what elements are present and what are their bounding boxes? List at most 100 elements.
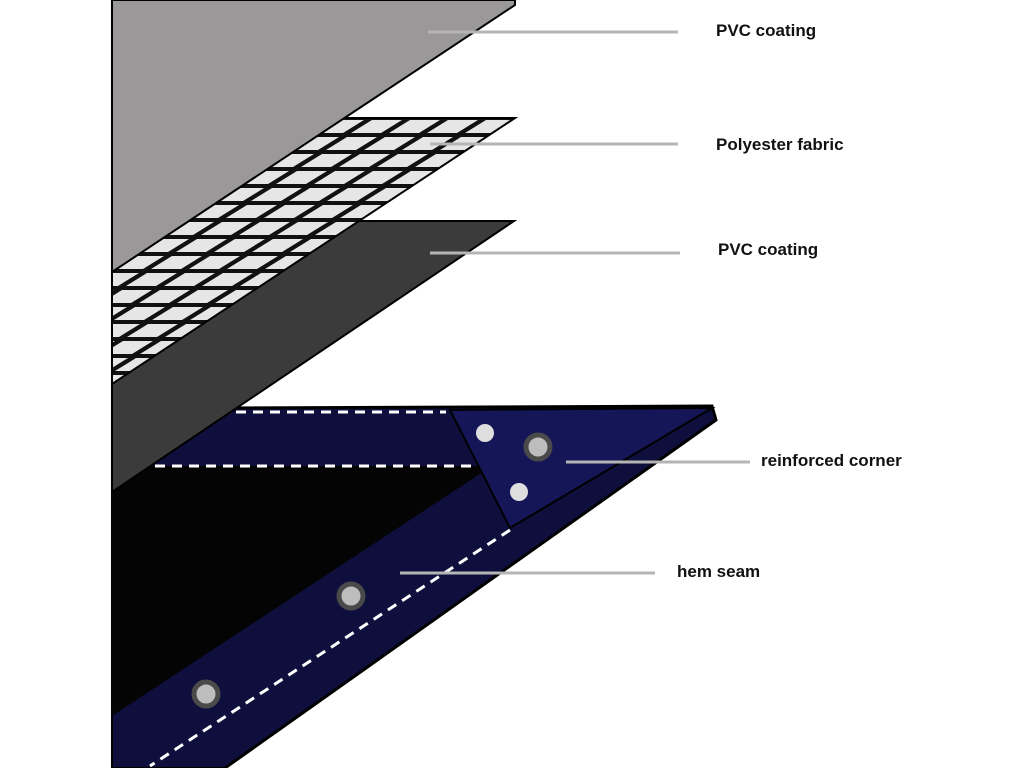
fabric-mesh-cell	[658, 273, 709, 286]
fabric-mesh-cell	[112, 273, 139, 286]
fabric-mesh-cell	[0, 324, 26, 337]
fabric-mesh-cell	[305, 358, 356, 371]
fabric-mesh-cell	[455, 256, 506, 269]
fabric-mesh-cell	[164, 273, 215, 286]
rivet-upper	[476, 424, 494, 442]
fabric-mesh-cell	[280, 375, 331, 384]
fabric-mesh-cell	[51, 324, 102, 337]
fabric-mesh-cell	[0, 307, 13, 320]
fabric-mesh-cell	[517, 188, 568, 201]
fabric-mesh-cell	[605, 154, 656, 167]
label-hem-seam: hem seam	[677, 562, 761, 581]
fabric-mesh-cell	[633, 290, 684, 303]
fabric-mesh-cell	[418, 307, 469, 320]
fabric-mesh-cell	[508, 375, 515, 384]
fabric-mesh-cell	[617, 120, 668, 133]
pvc-coating-top-layer	[111, 0, 516, 274]
fabric-mesh-cell	[351, 120, 402, 133]
fabric-mesh-cell	[669, 188, 720, 201]
fabric-mesh-cell	[569, 256, 620, 269]
fabric-mesh-cell	[0, 307, 51, 320]
fabric-mesh-cell	[469, 324, 515, 337]
fabric-mesh-cell	[65, 392, 116, 405]
fabric-mesh-cell	[368, 341, 419, 354]
fabric-mesh-cell	[302, 205, 353, 218]
fabric-mesh-cell	[40, 409, 91, 422]
fabric-mesh-cell	[378, 205, 429, 218]
fabric-mesh-cell	[112, 324, 140, 337]
fabric-mesh-cell	[581, 222, 632, 235]
fabric-mesh-cell	[468, 273, 515, 286]
fabric-mesh-cell	[783, 188, 834, 201]
fabric-mesh-cell	[505, 222, 515, 235]
fabric-mesh-cell	[608, 307, 659, 320]
rivet-lower	[510, 483, 528, 501]
tarp-top-edge	[224, 404, 718, 768]
fabric-mesh-cell	[431, 324, 482, 337]
fabric-mesh-cell	[405, 290, 456, 303]
fabric-mesh-cell	[239, 222, 290, 235]
fabric-mesh-cell	[277, 222, 328, 235]
fabric-mesh-cell	[733, 222, 784, 235]
fabric-mesh-cell	[492, 205, 515, 218]
fabric-mesh-cell	[607, 256, 658, 269]
fabric-mesh-cell	[693, 120, 744, 133]
fabric-mesh-cell	[657, 222, 708, 235]
fabric-mesh-cell	[770, 171, 821, 184]
fabric-mesh-cell	[883, 120, 934, 133]
fabric-mesh-cell	[531, 256, 582, 269]
fabric-mesh-cell	[339, 154, 390, 167]
fabric-mesh-cell	[113, 256, 164, 269]
fabric-mesh-cell	[330, 341, 381, 354]
fabric-mesh-cell	[38, 307, 89, 320]
fabric-mesh-cell	[745, 188, 796, 201]
fabric-mesh-cell	[0, 409, 15, 422]
tarp-sheet	[111, 404, 718, 768]
fabric-mesh-cell	[445, 392, 496, 405]
fabric-mesh-cell	[393, 324, 444, 337]
fabric-mesh-cell	[556, 239, 607, 252]
fabric-mesh-cell	[670, 239, 721, 252]
grommet-hem-lower	[191, 679, 221, 709]
fabric-mesh-cell	[25, 290, 76, 303]
fabric-mesh-cell	[402, 137, 453, 150]
fabric-mesh-cell	[682, 205, 733, 218]
fabric-mesh-cell	[419, 358, 470, 371]
fabric-mesh-cell	[568, 205, 619, 218]
fabric-mesh-cell	[226, 205, 277, 218]
fabric-mesh-cell	[618, 171, 669, 184]
fabric-mesh-cell	[470, 375, 515, 384]
fabric-mesh-cell	[0, 392, 40, 405]
label-polyester-fabric: Polyester fabric	[716, 135, 844, 154]
fabric-mesh-cell	[112, 290, 114, 303]
fabric-mesh-cell	[520, 341, 571, 354]
fabric-mesh-cell	[441, 188, 492, 201]
fabric-mesh-cell	[482, 341, 515, 354]
fabric-mesh-cell	[126, 273, 177, 286]
fabric-mesh-cell	[381, 358, 432, 371]
fabric-mesh-cell	[176, 239, 227, 252]
grommet-corner	[523, 432, 553, 462]
fabric-mesh-cell	[327, 188, 378, 201]
fabric-mesh-cell	[519, 290, 570, 303]
fabric-mesh-cell	[39, 358, 90, 371]
fabric-mesh-cell	[533, 358, 584, 371]
fabric-mesh-cell	[152, 307, 203, 320]
fabric-mesh-cell	[202, 273, 253, 286]
fabric-mesh-cell	[389, 120, 440, 133]
fabric-mesh-cell	[542, 171, 593, 184]
fabric-mesh-cell	[201, 222, 252, 235]
fabric-mesh-cell	[2, 409, 53, 422]
fabric-mesh-cell	[255, 392, 306, 405]
fabric-mesh-cell	[289, 188, 340, 201]
fabric-mesh-cell	[13, 324, 64, 337]
fabric-mesh-cell	[343, 358, 394, 371]
fabric-mesh-cell	[720, 205, 771, 218]
fabric-mesh-cell	[643, 154, 694, 167]
fabric-mesh-cell	[620, 273, 671, 286]
fabric-mesh-cell	[301, 154, 352, 167]
fabric-mesh-cell	[808, 171, 859, 184]
fabric-mesh-cell	[707, 188, 758, 201]
fabric-mesh-cell	[428, 171, 479, 184]
tarp-inner-area	[112, 466, 492, 716]
